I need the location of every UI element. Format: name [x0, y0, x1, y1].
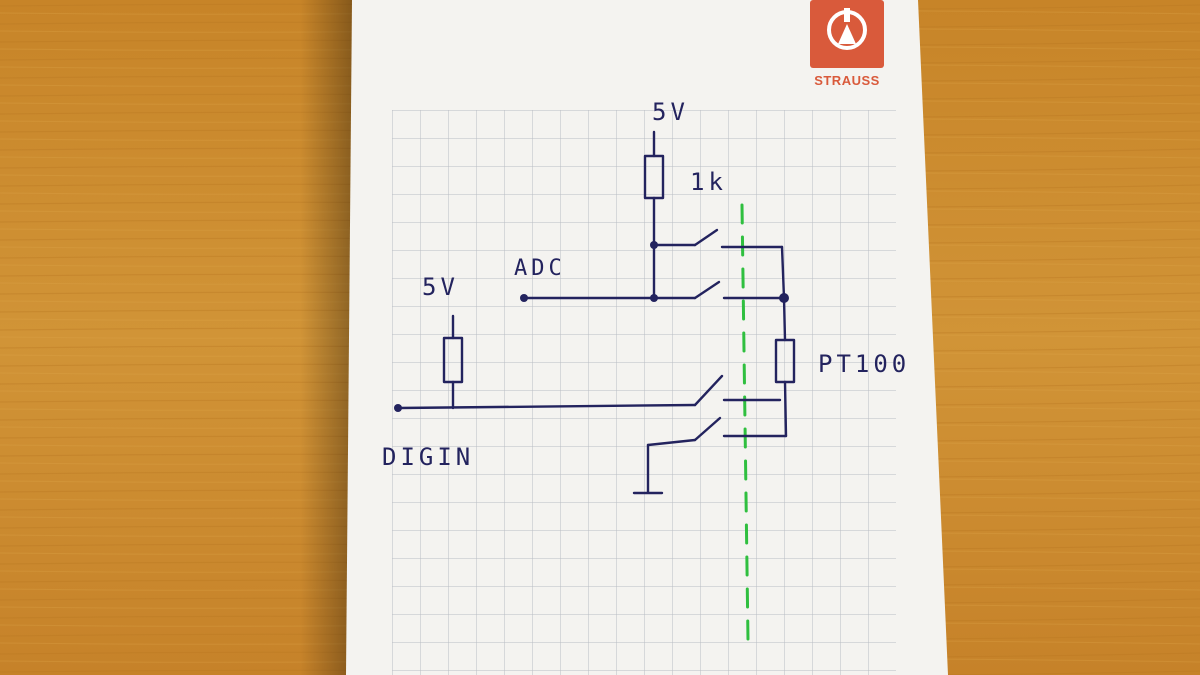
junction-dots — [394, 241, 789, 412]
label-adc: ADC — [514, 256, 566, 281]
circuit-drawing — [396, 130, 796, 495]
label-resistor-top: 1k — [690, 168, 727, 196]
brand-name: STRAUSS — [814, 73, 880, 88]
switch-icon — [693, 228, 719, 247]
paper-shadow — [300, 0, 356, 675]
label-digin: DIGIN — [382, 443, 474, 471]
label-supply-top: 5V — [652, 98, 689, 126]
label-sensor: PT100 — [818, 350, 910, 378]
grid-area — [392, 110, 896, 675]
highlighter-line — [740, 203, 750, 642]
label-supply-left: 5V — [422, 273, 459, 301]
brand-logo-icon — [810, 0, 884, 68]
